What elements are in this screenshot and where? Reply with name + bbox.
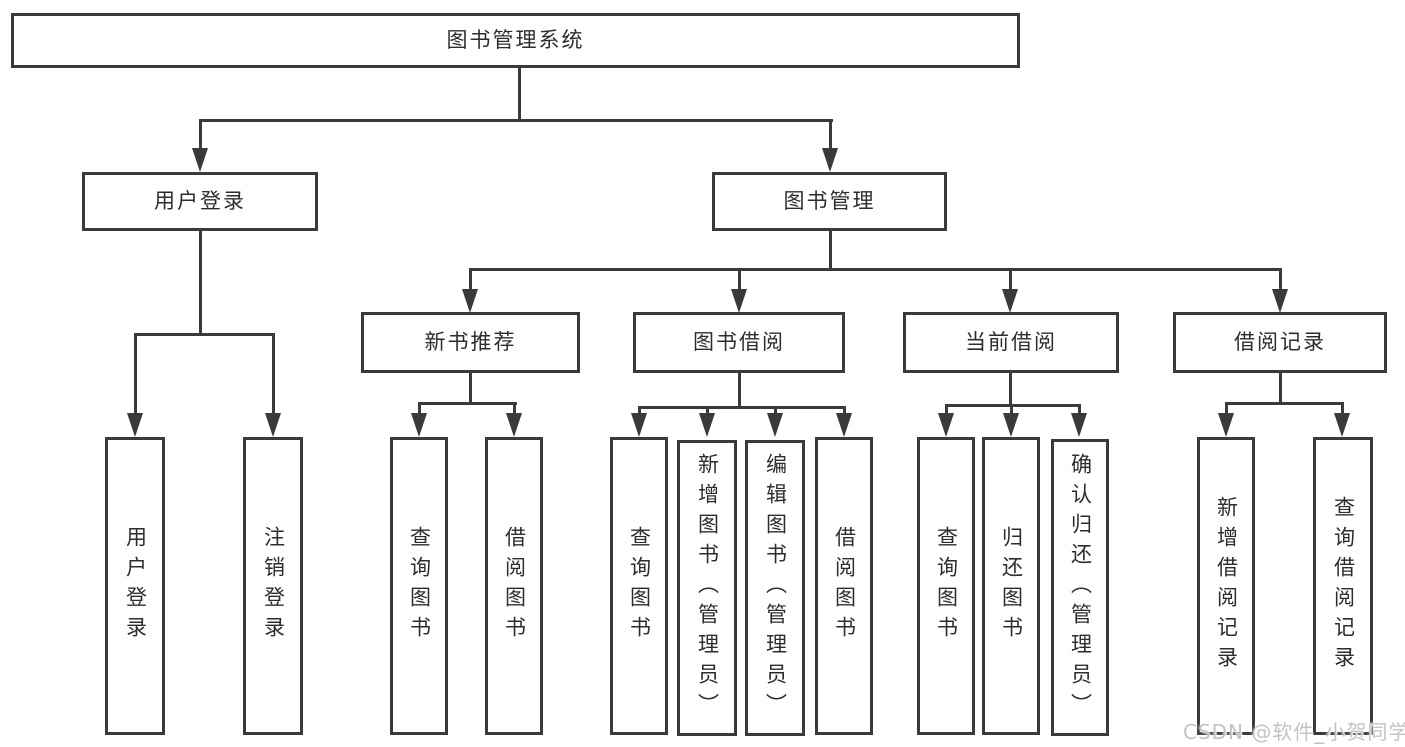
arrow-bb-leaf2-head [699,413,715,437]
node-book-management: 图书管理 [712,172,947,231]
arrow-to-leaf-logout-line [272,333,275,415]
leaf-query-books-recommend: 查询图书 [390,437,448,735]
arrow-br-leaf2-line [1341,402,1344,415]
arrow-to-borrow-records-line [1279,268,1282,290]
node-new-book-recommendation: 新书推荐 [361,312,580,373]
arrow-to-borrow-records-head [1272,289,1288,313]
connector-new-book-hline [418,402,517,405]
arrow-cb-leaf2-line [1010,404,1013,415]
arrow-nb-leaf1-line [418,402,421,415]
leaf-edit-books-admin: 编辑图书（管理员） [745,440,805,736]
arrow-to-book-borrow-line [738,268,741,290]
connector-book-borrow-stub [738,373,741,408]
arrow-cb-leaf1-head [938,413,954,437]
arrow-to-leaf-user-login-line [134,333,137,415]
arrow-cb-leaf3-line [1078,404,1081,415]
leaf-query-books-current: 查询图书 [917,437,975,735]
arrow-to-user-login-line [199,119,202,150]
arrow-to-book-management-line [829,119,832,150]
arrow-br-leaf1-head [1218,413,1234,437]
arrow-to-new-book-head [462,289,478,313]
arrow-cb-leaf2-head [1003,413,1019,437]
connector-book-borrow-hline [638,406,846,409]
arrow-bb-leaf3-line [774,406,777,415]
connector-new-book-stub [469,373,472,404]
arrow-bb-leaf1-line [638,406,641,415]
arrow-nb-leaf1-head [411,413,427,437]
leaf-user-login: 用户登录 [105,437,165,735]
connector-user-login-stub [199,231,202,335]
node-user-login: 用户登录 [82,172,318,231]
leaf-return-books: 归还图书 [982,437,1040,735]
arrow-to-user-login-head [192,148,208,172]
node-current-borrowing: 当前借阅 [903,312,1119,373]
arrow-to-new-book-line [469,268,472,290]
arrow-bb-leaf4-line [843,406,846,415]
node-borrowing-records: 借阅记录 [1173,312,1387,373]
leaf-query-borrow-record: 查询借阅记录 [1313,437,1373,735]
arrow-bb-leaf4-head [836,413,852,437]
arrow-to-leaf-logout-head [265,413,281,437]
connector-level2-hline [199,119,833,122]
arrow-br-leaf2-head [1334,413,1350,437]
arrow-bb-leaf1-head [631,413,647,437]
leaf-add-borrow-record: 新增借阅记录 [1197,437,1255,735]
leaf-add-books-admin: 新增图书（管理员） [677,440,737,736]
connector-borrow-records-stub [1279,373,1282,404]
connector-user-login-hline [134,333,275,336]
connector-level3-hline [469,268,1282,271]
connector-root-stub [518,66,521,122]
node-book-borrowing: 图书借阅 [633,312,845,373]
leaf-confirm-return-admin: 确认归还（管理员） [1051,439,1109,736]
connector-book-management-stub [829,231,832,270]
arrow-to-current-borrow-head [1002,289,1018,313]
arrow-to-leaf-user-login-head [127,413,143,437]
leaf-logout: 注销登录 [243,437,303,735]
node-library-management-system: 图书管理系统 [11,13,1020,68]
arrow-nb-leaf2-head [506,413,522,437]
arrow-to-current-borrow-line [1009,268,1012,290]
arrow-to-book-management-head [822,148,838,172]
leaf-borrow-books-recommend: 借阅图书 [485,437,543,735]
arrow-br-leaf1-line [1225,402,1228,415]
connector-current-borrow-hline [945,404,1081,407]
arrow-bb-leaf2-line [706,406,709,415]
arrow-to-book-borrow-head [731,289,747,313]
leaf-borrow-books-borrow: 借阅图书 [815,437,873,735]
arrow-cb-leaf3-head [1071,413,1087,437]
arrow-cb-leaf1-line [945,404,948,415]
connector-current-borrow-stub [1009,373,1012,406]
arrow-nb-leaf2-line [513,402,516,415]
arrow-bb-leaf3-head [767,413,783,437]
csdn-watermark: CSDN @软件_小贺同学 [1183,720,1405,744]
leaf-query-books-borrow: 查询图书 [610,437,668,735]
connector-borrow-records-hline [1225,402,1344,405]
